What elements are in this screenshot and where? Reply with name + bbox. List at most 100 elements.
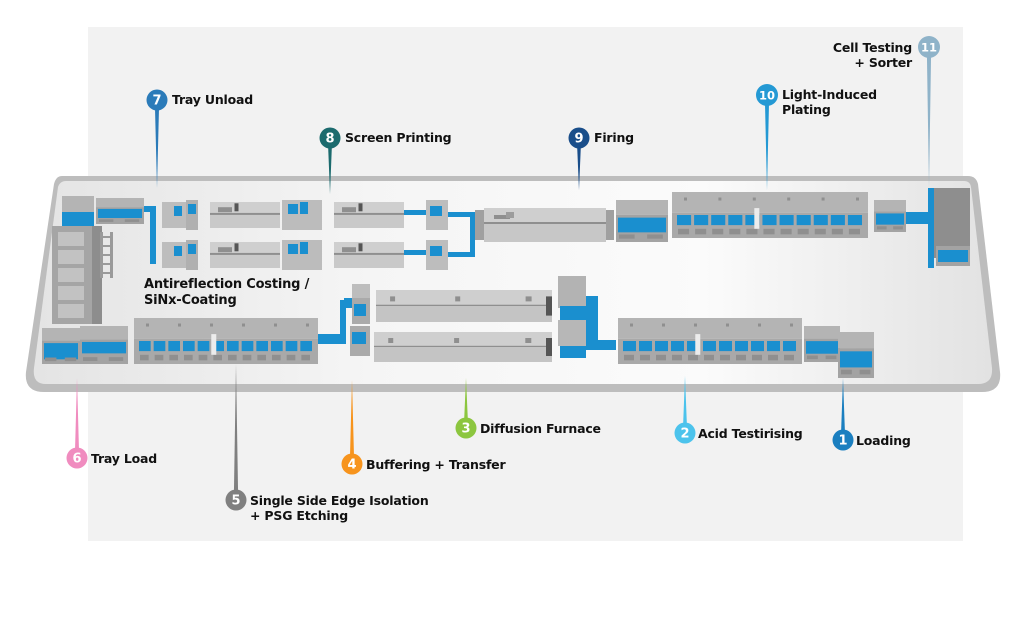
tray-load-buffer xyxy=(80,326,128,364)
station-number: 10 xyxy=(759,89,775,103)
station-number-badge xyxy=(832,429,854,451)
printer-dryer xyxy=(282,240,322,270)
conveyor-window xyxy=(796,215,811,226)
conveyor-window xyxy=(227,341,239,352)
conveyor-window xyxy=(285,341,298,352)
conveyor-window xyxy=(876,213,904,225)
conveyor-window xyxy=(806,341,838,354)
tray-unload-unit xyxy=(96,198,144,224)
station-label-line: Firing xyxy=(594,130,634,145)
conveyor-window xyxy=(618,217,666,233)
station-label-7: Tray Unload xyxy=(172,92,253,107)
antireflection-coating-label: Antireflection Costing /SiNx-Coating xyxy=(144,277,309,309)
station-label-line: Plating xyxy=(782,102,831,117)
station-label-11: Cell Testing+ Sorter xyxy=(833,40,912,70)
printer-infeed xyxy=(162,200,198,230)
station-label-2: Acid Testirising xyxy=(698,426,803,441)
station-callout-9: 9 xyxy=(568,127,590,190)
conveyor-window xyxy=(711,215,726,226)
station-callout-5: 5 xyxy=(225,364,247,511)
station-number-badge xyxy=(568,127,590,149)
screen-printer xyxy=(210,242,280,268)
printer-infeed xyxy=(162,240,198,270)
station-label-line: Screen Printing xyxy=(345,130,452,145)
station-number: 8 xyxy=(325,132,334,147)
station-number: 1 xyxy=(838,434,847,449)
tray-load-unit xyxy=(42,328,80,364)
callout-pointer-line xyxy=(764,95,770,190)
conveyor-window xyxy=(639,341,652,352)
conveyor xyxy=(448,212,474,217)
station-callout-3: 3 xyxy=(455,378,477,439)
station-callout-4: 4 xyxy=(341,380,363,475)
buffer-unit xyxy=(874,200,906,232)
station-label-9: Firing xyxy=(594,130,634,145)
station-number: 7 xyxy=(152,94,161,109)
conveyor-window xyxy=(783,341,796,352)
conveyor xyxy=(404,250,426,255)
conveyor-window xyxy=(655,341,668,352)
station-callout-6: 6 xyxy=(66,378,88,469)
light-induced-plating-bench xyxy=(672,192,868,238)
station-number-badge xyxy=(225,489,247,511)
station-callout-2: 2 xyxy=(674,376,696,444)
center-label-line: Antireflection Costing / xyxy=(144,277,310,292)
station-label-line: + PSG Etching xyxy=(250,508,348,523)
conveyor-window xyxy=(98,208,142,219)
station-number: 4 xyxy=(347,458,356,473)
callout-pointer-line xyxy=(349,380,355,464)
buffering-transfer-unit xyxy=(340,284,370,356)
station-label-4: Buffering + Transfer xyxy=(366,457,506,472)
printer-outfeed xyxy=(426,240,448,270)
conveyor-window xyxy=(197,341,210,352)
conveyor-window xyxy=(813,215,828,226)
printer-outfeed xyxy=(426,200,448,230)
conveyor-window xyxy=(728,215,743,226)
acid-texturing-bench xyxy=(618,318,802,364)
conveyor-window xyxy=(241,341,254,352)
conveyor xyxy=(150,208,156,264)
station-number: 5 xyxy=(231,494,240,509)
sensor-post xyxy=(695,334,701,355)
conveyor-window xyxy=(212,341,224,352)
conveyor-window xyxy=(271,341,283,352)
station-label-3: Diffusion Furnace xyxy=(480,421,601,436)
station-number-badge xyxy=(341,453,363,475)
station-callout-1: 1 xyxy=(832,378,854,451)
tray-stack-tower xyxy=(52,196,102,324)
station-label-line: Diffusion Furnace xyxy=(480,421,601,436)
conveyor-window xyxy=(762,215,777,226)
conveyor xyxy=(470,212,475,257)
callout-pointer-line xyxy=(74,378,80,458)
conveyor-window xyxy=(44,343,78,360)
post-firing-unit xyxy=(616,200,668,242)
firing-furnace xyxy=(475,208,614,242)
callout-pointer-line xyxy=(576,138,582,190)
station-number-badge xyxy=(66,447,88,469)
station-label-1: Loading xyxy=(856,433,911,448)
station-callout-8: 8 xyxy=(319,127,341,194)
station-label-line: Buffering + Transfer xyxy=(366,457,506,472)
station-number: 9 xyxy=(574,132,583,147)
station-label-line: Tray Load xyxy=(91,451,158,466)
station-label-line: Cell Testing xyxy=(832,40,912,55)
conveyor-window xyxy=(82,341,126,354)
station-number: 3 xyxy=(461,422,470,437)
station-number-badge xyxy=(674,422,696,444)
screen-printer xyxy=(210,202,280,228)
conveyor-window xyxy=(735,341,748,352)
sensor-post xyxy=(211,334,217,355)
conveyor-window xyxy=(767,341,780,352)
diffusion-furnace-tube xyxy=(376,290,552,322)
callout-pointer-line xyxy=(233,364,239,500)
conveyor-window xyxy=(847,215,862,226)
screen-printer xyxy=(334,202,404,228)
station-label-8: Screen Printing xyxy=(345,130,452,145)
conveyor-window xyxy=(830,215,845,226)
cell-tester-sorter xyxy=(928,188,970,268)
callout-pointer-line xyxy=(327,138,333,194)
station-number-badge xyxy=(918,36,940,58)
station-label-line: Loading xyxy=(856,433,911,448)
